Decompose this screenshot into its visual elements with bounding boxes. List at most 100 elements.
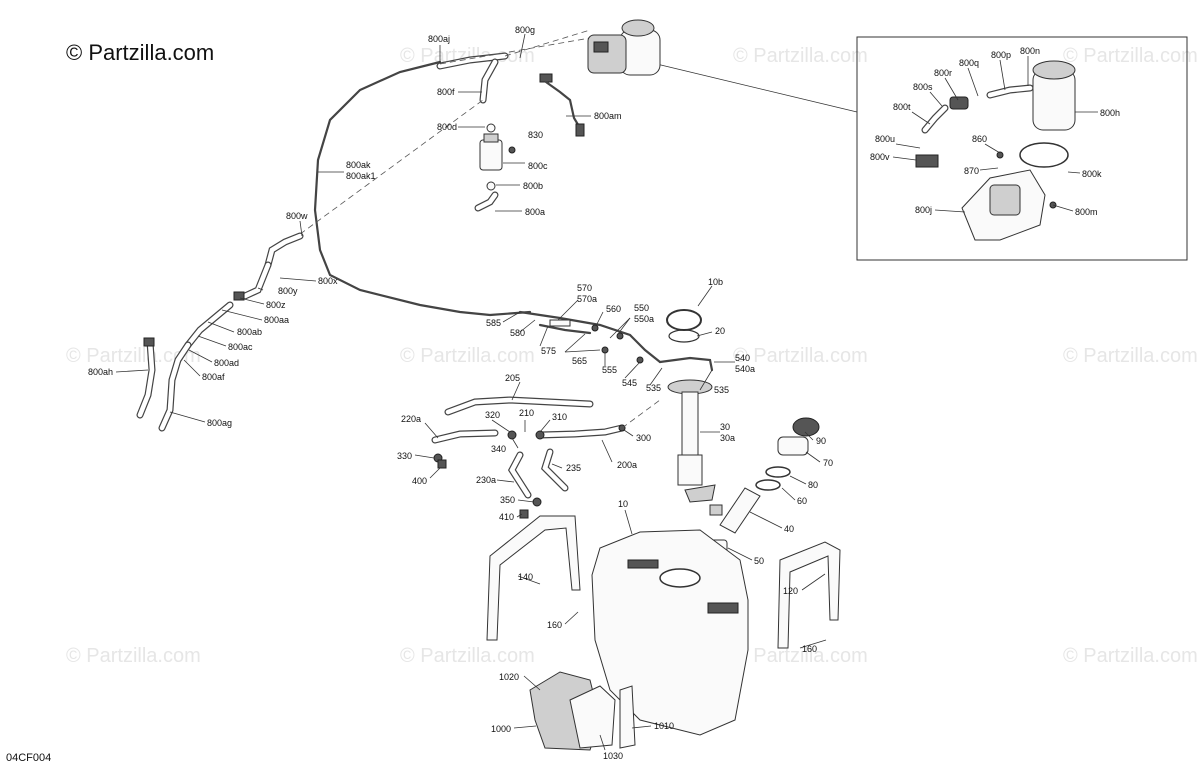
callout-label: 205	[505, 373, 520, 383]
callout-label: 800m	[1075, 207, 1098, 217]
callout-label: 800k	[1082, 169, 1102, 179]
callout-label: 535	[646, 383, 661, 393]
callout-label: 800ad	[214, 358, 239, 368]
watermark: © Partzilla.com	[733, 45, 868, 67]
callout-label: 800a	[525, 207, 545, 217]
callout-label: 90	[816, 436, 826, 446]
watermark: © Partzilla.com	[733, 645, 868, 667]
callout-label: 10b	[708, 277, 723, 287]
watermark: © Partzilla.com	[1063, 45, 1198, 67]
callout-label: 320	[485, 410, 500, 420]
callout-label: 1030	[603, 751, 623, 761]
watermark: © Partzilla.com	[1063, 345, 1198, 367]
callout-label: 800r	[934, 68, 952, 78]
callout-label: 800f	[437, 87, 455, 97]
detail-inset-parts	[915, 60, 1076, 241]
callout-label: 800n	[1020, 46, 1040, 56]
callout-label: 350	[500, 495, 515, 505]
callout-label: 800q	[959, 58, 979, 68]
callout-label: 570a	[577, 294, 597, 304]
callout-label: 800ak1	[346, 171, 376, 181]
callout-label: 800p	[991, 50, 1011, 60]
watermark: © Partzilla.com	[66, 345, 201, 367]
inset-leader	[639, 59, 858, 113]
watermark: © Partzilla.com	[400, 45, 535, 67]
callout-label: 310	[552, 412, 567, 422]
left-vent-line	[136, 232, 304, 432]
callout-labels: 800aj 800g 800f 800am 800d 830 800c 800b…	[88, 25, 1120, 761]
callout-label: 800s	[913, 82, 933, 92]
detail-inset-box	[856, 36, 1188, 261]
callout-label: 540a	[735, 364, 755, 374]
mid-vent-harness	[518, 310, 714, 372]
callout-label: 555	[602, 365, 617, 375]
callout-label: 10	[618, 499, 628, 509]
callout-label: 120	[783, 586, 798, 596]
callout-label: 860	[972, 134, 987, 144]
callout-label: 800ah	[88, 367, 113, 377]
dashed-link	[291, 99, 484, 241]
copyright-text: © Partzilla.com	[66, 40, 215, 65]
callout-label: 580	[510, 328, 525, 338]
vent-hose-800ak	[313, 60, 532, 317]
callout-label: 800y	[278, 286, 298, 296]
callout-label: 800v	[870, 152, 890, 162]
callout-label: 550a	[634, 314, 654, 324]
callout-label: 20	[715, 326, 725, 336]
watermark: © Partzilla.com	[400, 345, 535, 367]
callout-label: 800u	[875, 134, 895, 144]
watermark: © Partzilla.com	[733, 345, 868, 367]
callout-label: 800ak	[346, 160, 371, 170]
callout-label: 800ag	[207, 418, 232, 428]
callout-label: 70	[823, 458, 833, 468]
callout-label: 1000	[491, 724, 511, 734]
callout-label: 575	[541, 346, 556, 356]
callout-label: 800aa	[264, 315, 289, 325]
callout-label: 540	[735, 353, 750, 363]
fuel-tank-shape	[591, 529, 749, 736]
callout-label: 80	[808, 480, 818, 490]
callout-label: 800af	[202, 372, 225, 382]
callout-label: 560	[606, 304, 621, 314]
callout-label: 160	[802, 644, 817, 654]
callout-label: 545	[622, 378, 637, 388]
callout-label: 585	[486, 318, 501, 328]
callout-label: 800j	[915, 205, 932, 215]
top-canister-assembly	[436, 19, 661, 212]
callout-label: 800d	[437, 122, 457, 132]
callout-label: 570	[577, 283, 592, 293]
callout-label: 800h	[1100, 108, 1120, 118]
callout-label: 235	[566, 463, 581, 473]
callout-label: 565	[572, 356, 587, 366]
callout-label: 830	[528, 130, 543, 140]
callout-label: 535	[714, 385, 729, 395]
watermark: © Partzilla.com	[400, 645, 535, 667]
callout-label: 330	[397, 451, 412, 461]
callout-label: 550	[634, 303, 649, 313]
callout-label: 800c	[528, 161, 548, 171]
callout-label: 1020	[499, 672, 519, 682]
callout-label: 1010	[654, 721, 674, 731]
callout-label: 800ac	[228, 342, 253, 352]
callout-label: 60	[797, 496, 807, 506]
watermarks: © Partzilla.com © Partzilla.com © Partzi…	[66, 45, 1198, 667]
callout-label: 800z	[266, 300, 286, 310]
callout-label: 200a	[617, 460, 637, 470]
callout-label: 800b	[523, 181, 543, 191]
watermark: © Partzilla.com	[1063, 645, 1198, 667]
callout-label: 800aj	[428, 34, 450, 44]
callout-label: 800w	[286, 211, 308, 221]
fuel-system-main	[486, 309, 841, 751]
watermark: © Partzilla.com	[66, 645, 201, 667]
callout-label: 340	[491, 444, 506, 454]
callout-label: 50	[754, 556, 764, 566]
callout-label: 140	[518, 572, 533, 582]
callout-label: 870	[964, 166, 979, 176]
callout-label: 800x	[318, 276, 338, 286]
callout-label: 410	[499, 512, 514, 522]
callout-label: 800ab	[237, 327, 262, 337]
callout-label: 160	[547, 620, 562, 630]
callout-label: 800g	[515, 25, 535, 35]
